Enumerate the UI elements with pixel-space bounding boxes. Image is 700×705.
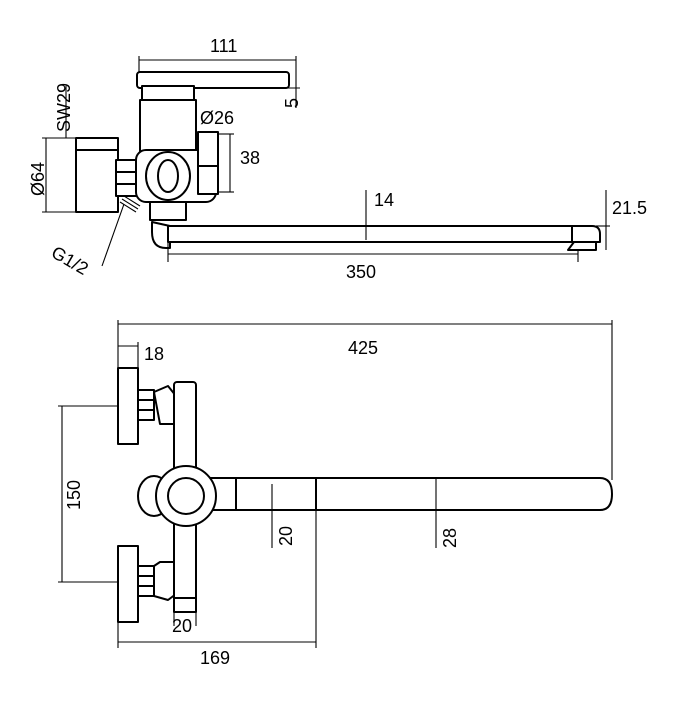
side-view <box>75 71 601 251</box>
front-view <box>117 367 613 623</box>
dim-425-label: 425 <box>348 338 378 358</box>
dim-14-label: 14 <box>374 190 394 210</box>
dim-150-label: 150 <box>64 480 84 510</box>
dim-21-5-label: 21.5 <box>612 198 647 218</box>
top-flange <box>117 367 139 445</box>
dim-g12-label: G1/2 <box>48 242 92 279</box>
diverter-handle <box>197 131 219 195</box>
bottom-flange <box>117 545 139 623</box>
dim-28-label: 28 <box>440 528 460 548</box>
diverter-inner <box>157 159 179 193</box>
thread-hatch <box>119 195 141 213</box>
dim-111-label: 111 <box>210 36 237 56</box>
top-elbow <box>153 385 177 425</box>
dim-d64-label: Ø64 <box>28 162 48 196</box>
spout-tip <box>571 225 601 243</box>
mixer-cartridge <box>155 465 217 527</box>
dim-d26-label: Ø26 <box>200 108 234 128</box>
spout-collar <box>197 477 317 511</box>
dim-sw29-label: SW29 <box>54 83 74 132</box>
dim-20-vertical-label: 20 <box>276 526 296 546</box>
bottom-nut <box>137 565 155 597</box>
bottom-elbow <box>153 561 177 601</box>
dim-5-label: 5 <box>282 98 302 108</box>
dim-169-label: 169 <box>200 648 230 668</box>
dim-18-label: 18 <box>144 344 164 364</box>
cartridge-ring <box>167 477 205 515</box>
dim-38-label: 38 <box>240 148 260 168</box>
bottom-fitting <box>149 201 187 221</box>
bottom-connector <box>173 597 197 613</box>
spout-arm <box>167 225 573 243</box>
top-nut <box>137 389 155 421</box>
front-view-dimensions: 425 18 150 20 28 20 169 <box>58 320 613 668</box>
spout-joint <box>151 221 171 249</box>
connector-nut <box>115 159 139 197</box>
aerator <box>567 241 597 251</box>
lever-base <box>141 85 195 101</box>
lever-handle <box>136 71 290 89</box>
dim-350-label: 350 <box>346 262 376 282</box>
dim-20-horizontal-label: 20 <box>172 616 192 636</box>
